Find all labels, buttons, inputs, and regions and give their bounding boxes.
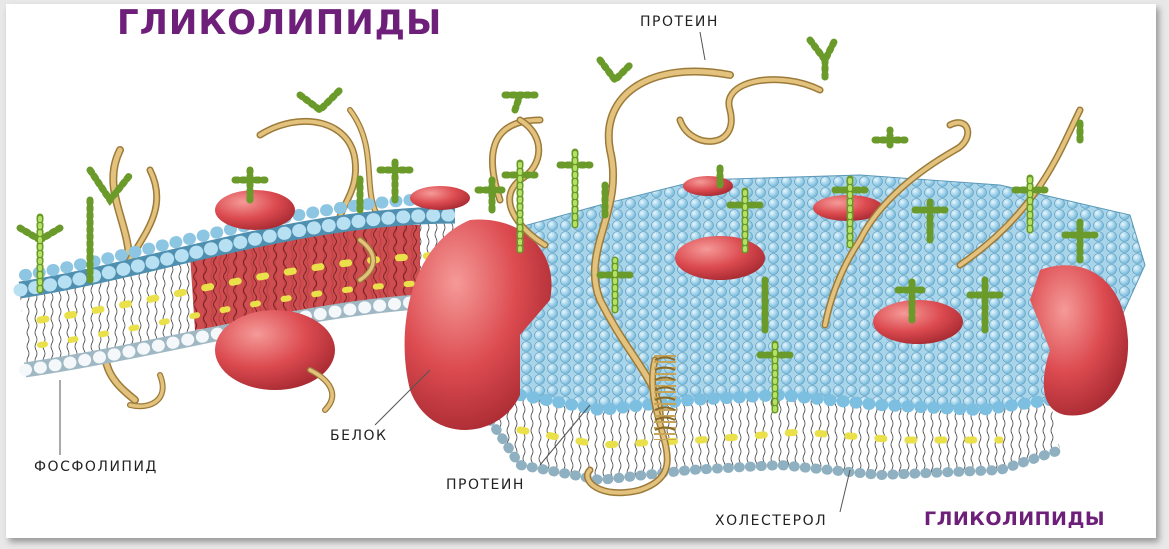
title-glycolipids: ГЛИКОЛИПИДЫ [117, 3, 442, 43]
label-belok: БЕЛОК [330, 428, 387, 444]
label-protein-bottom: ПРОТЕИН [446, 477, 525, 493]
label-phospholipid: ФОСФОЛИПИД [34, 459, 158, 475]
helical-protein [655, 355, 675, 440]
label-protein-top: ПРОТЕИН [640, 14, 719, 30]
label-cholesterol: ХОЛЕСТЕРОЛ [715, 513, 827, 529]
label-glycolipids-corner: ГЛИКОЛИПИДЫ [924, 508, 1105, 530]
